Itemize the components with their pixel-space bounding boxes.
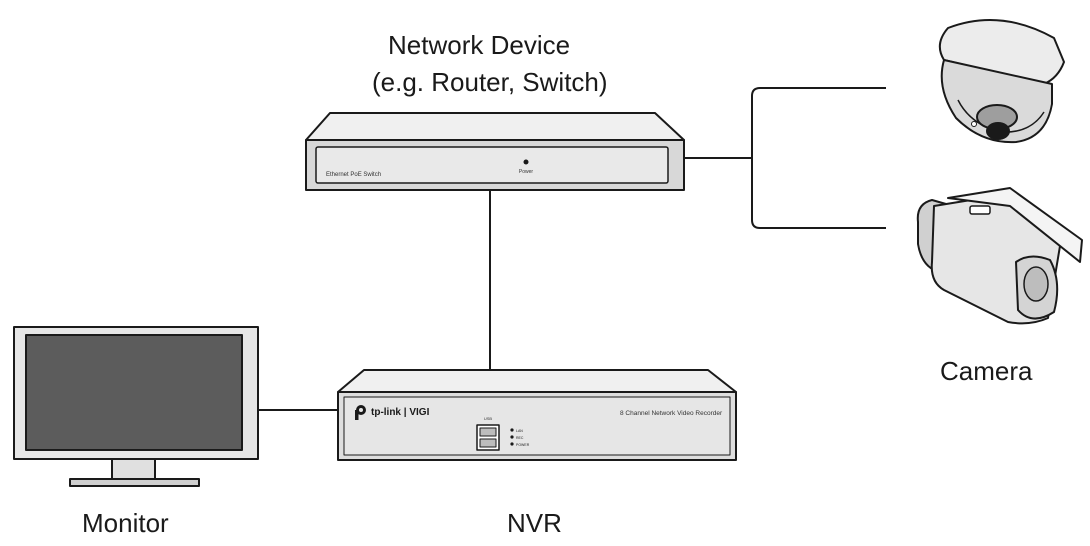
tp-link-logo-icon xyxy=(355,405,366,420)
monitor-label: Monitor xyxy=(82,508,169,538)
nvr-device: tp-link | VIGI 8 Channel Network Video R… xyxy=(337,369,737,461)
monitor-device xyxy=(13,326,259,487)
bullet-camera xyxy=(916,187,1083,325)
switch-front-panel xyxy=(315,146,669,184)
nvr-top xyxy=(337,369,737,393)
switch-name-label: Ethernet PoE Switch xyxy=(326,172,381,178)
led-label-lan: LAN xyxy=(516,429,523,433)
monitor-base xyxy=(69,478,200,487)
network-switch: Power Ethernet PoE Switch xyxy=(305,112,685,191)
usb-port-lower xyxy=(479,438,497,448)
camera-label: Camera xyxy=(940,356,1033,386)
camera-branch-lines xyxy=(751,87,886,229)
nvr-brand-label: tp-link | VIGI xyxy=(371,407,430,418)
bullet-sunshield xyxy=(947,187,1083,263)
dome-sensor-icon xyxy=(971,121,977,127)
network-device-label-line2: (e.g. Router, Switch) xyxy=(372,67,608,97)
led-label-power: POWER xyxy=(516,443,530,447)
bullet-top-slot xyxy=(969,205,991,215)
nvr-label: NVR xyxy=(507,508,562,538)
dome-mount-base xyxy=(938,19,1065,85)
nvr-model-label: 8 Channel Network Video Recorder xyxy=(620,410,723,417)
nvr-front-panel xyxy=(343,396,731,456)
switch-top xyxy=(305,112,685,141)
rec-led-icon xyxy=(510,435,514,439)
power-led-icon xyxy=(523,159,529,165)
bullet-lens-icon xyxy=(1023,266,1049,302)
monitor-screen xyxy=(25,334,243,451)
dome-lens-icon xyxy=(986,122,1010,140)
switch-power-label: Power xyxy=(519,169,534,175)
connection-lines xyxy=(258,87,886,411)
lan-led-icon xyxy=(510,428,514,432)
network-device-label-line1: Network Device xyxy=(388,30,571,60)
usb-label: USB xyxy=(484,416,493,421)
status-led-group: LAN REC POWER xyxy=(510,428,530,447)
usb-port-upper xyxy=(479,427,497,437)
dome-camera xyxy=(938,19,1065,144)
led-label-rec: REC xyxy=(516,436,524,440)
power-led-icon xyxy=(510,442,514,446)
dome-housing xyxy=(940,59,1053,144)
monitor-neck xyxy=(111,458,156,480)
